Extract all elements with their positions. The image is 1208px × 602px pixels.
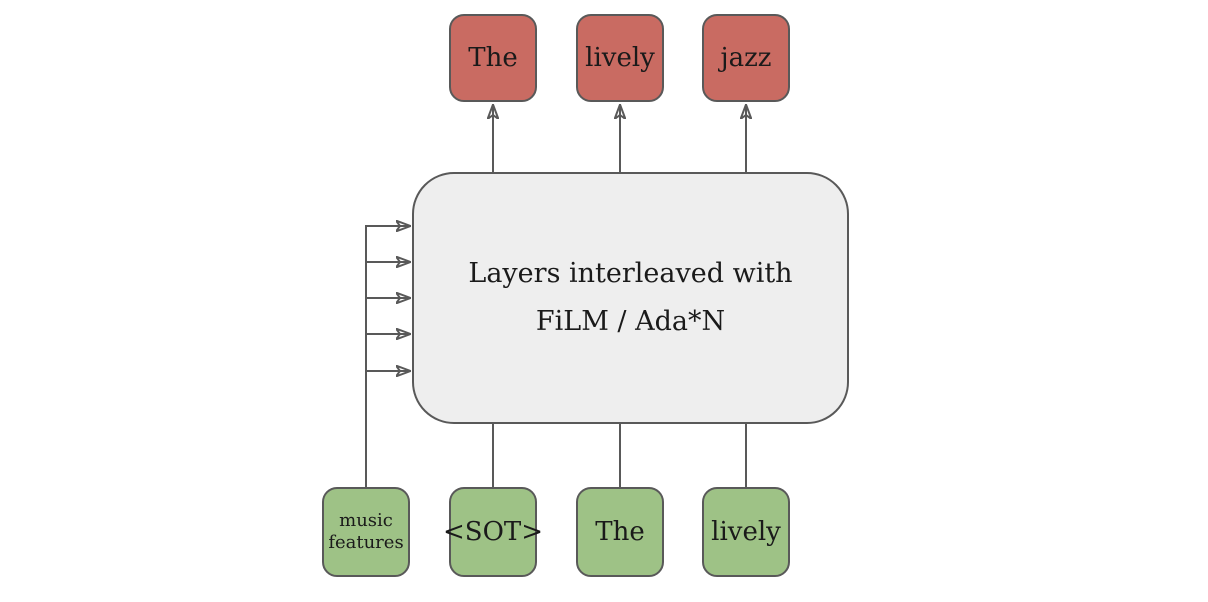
output-token-jazz: jazz [702, 14, 790, 102]
processor-label-line2: FiLM / Ada*N [535, 306, 726, 337]
output-token-lively-label: lively [585, 43, 655, 73]
input-token-lively: lively [702, 487, 790, 577]
input-token-lively-label: lively [711, 517, 781, 547]
input-token-sot-label: <SOT> [442, 517, 544, 547]
processor-block: Layers interleaved with FiLM / Ada*N [412, 172, 849, 424]
output-token-lively: lively [576, 14, 664, 102]
output-token-jazz-label: jazz [720, 43, 772, 73]
input-token-the-label: The [595, 517, 645, 547]
input-music-features-label: music features [328, 509, 404, 554]
output-token-the-label: The [468, 43, 518, 73]
input-token-the: The [576, 487, 664, 577]
input-token-sot: <SOT> [443, 487, 543, 577]
processor-label-line1: Layers interleaved with [468, 258, 793, 289]
input-music-features: music features [322, 487, 410, 577]
output-token-the: The [449, 14, 537, 102]
